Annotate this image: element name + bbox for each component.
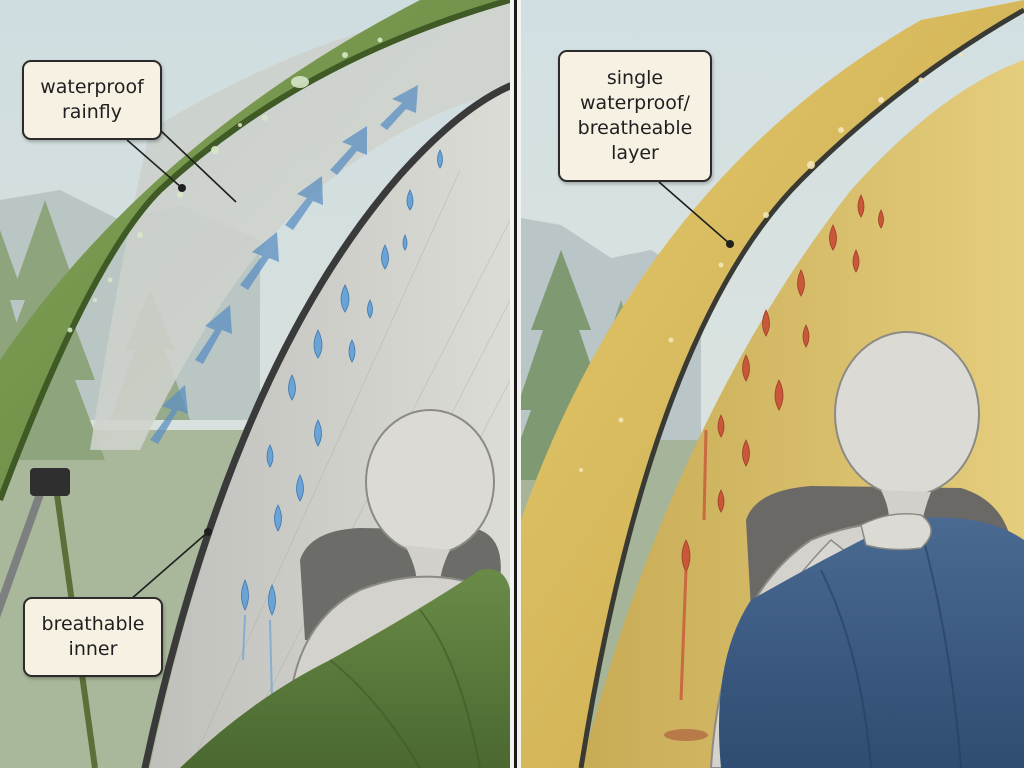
leader-line <box>658 181 731 245</box>
panel-divider <box>510 0 521 768</box>
bag-quilting <box>329 609 481 768</box>
air-gap <box>90 0 510 450</box>
water-drop-icon <box>241 149 443 616</box>
single-wall-fabric <box>521 0 1024 768</box>
inner-tent-pole <box>141 82 510 768</box>
drip-streaks <box>679 429 708 701</box>
rainfly-edge <box>0 0 510 502</box>
callout-single-layer: single waterproof/ breatheable layer <box>558 50 712 182</box>
wall-droplets <box>579 53 963 472</box>
callout-breathable-inner: breathable inner <box>23 597 163 677</box>
drip-streaks <box>242 614 273 701</box>
callout-waterproof-rainfly-text: waterproof rainfly <box>40 76 144 123</box>
single-wall-illustration <box>521 0 1024 768</box>
double-wall-tent-panel: waterproof rainfly breathable inner <box>0 0 510 768</box>
leader-dot <box>726 240 734 248</box>
puddle <box>664 729 708 741</box>
rainfly-wall <box>0 0 510 500</box>
single-wall-pole <box>578 7 1024 768</box>
bag-quilting <box>820 529 962 768</box>
leader-lines <box>126 129 237 601</box>
callout-waterproof-rainfly: waterproof rainfly <box>22 60 162 140</box>
hand <box>860 513 932 551</box>
callout-single-layer-text: single waterproof/ breatheable layer <box>577 67 693 164</box>
callout-breathable-inner-text: breathable inner <box>41 613 145 660</box>
water-drop-icon <box>681 194 884 573</box>
single-wall-tent-panel: single waterproof/ breatheable layer <box>521 0 1024 768</box>
leader-dots <box>178 184 212 536</box>
sleeping-bag <box>719 517 1024 768</box>
rainfly-droplets <box>67 37 383 333</box>
vapor-arrow-icon <box>150 85 418 444</box>
